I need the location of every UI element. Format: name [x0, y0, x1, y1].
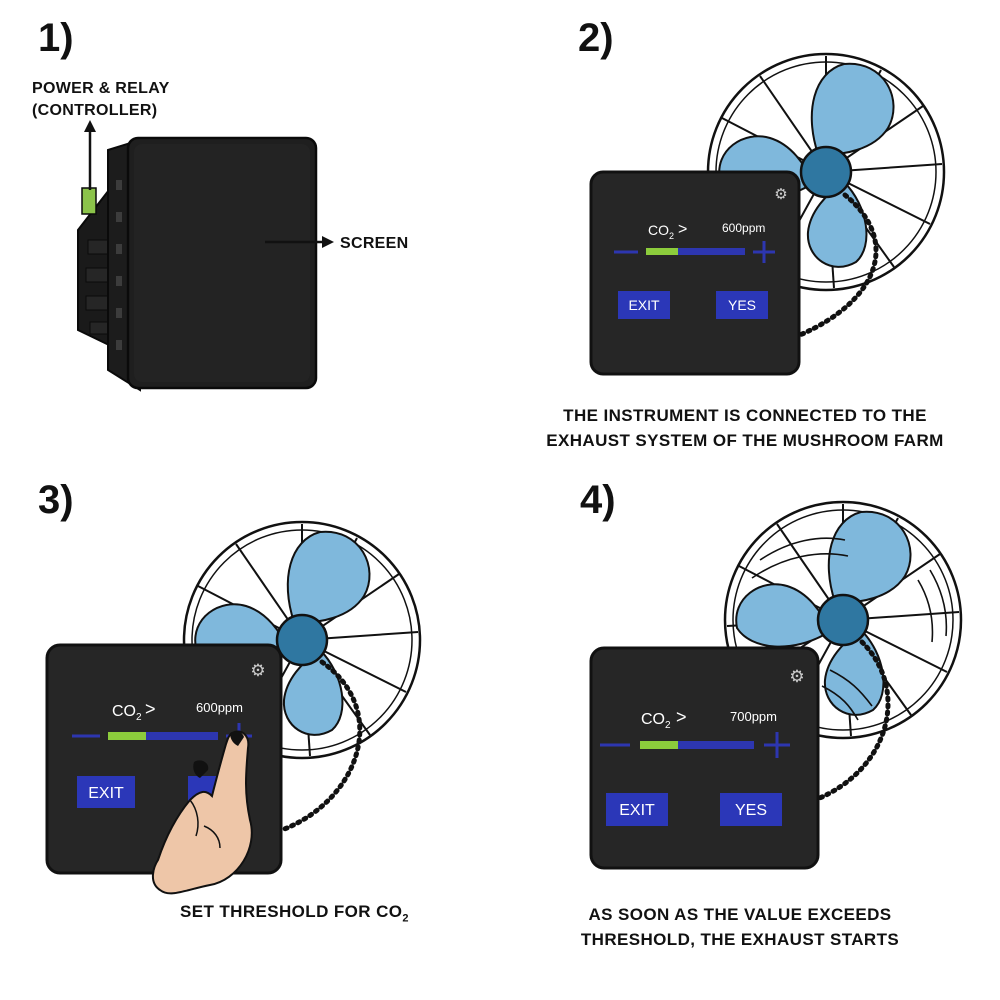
screen-label: SCREEN — [340, 235, 409, 252]
slider-fill — [646, 248, 678, 255]
hand-pointer — [152, 730, 253, 895]
screen-arrow — [265, 236, 334, 248]
step2-caption-line2: EXHAUST SYSTEM OF THE MUSHROOM FARM — [546, 430, 944, 450]
step3-caption-subscript: 2 — [402, 912, 409, 925]
co2-value: 700ppm — [730, 709, 777, 724]
power-relay-label: POWER & RELAY (CONTROLLER) — [32, 78, 170, 121]
controller-panel-step4: ⚙ CO2 > 700ppm EXIT YES — [589, 646, 820, 870]
chevron-right-icon[interactable]: > — [678, 221, 687, 238]
step4-caption-line2: THRESHOLD, THE EXHAUST STARTS — [580, 929, 900, 949]
step3-caption-text: SET THRESHOLD FOR CO — [180, 902, 403, 921]
plus-icon[interactable] — [753, 241, 775, 263]
power-relay-label-line1: POWER & RELAY — [32, 80, 170, 97]
step-number-3: 3) — [38, 478, 74, 522]
step-number-2: 2) — [578, 16, 614, 60]
exit-button[interactable] — [606, 793, 668, 826]
co2-value: 600ppm — [722, 221, 765, 235]
yes-button-label: YES — [735, 802, 767, 819]
co2-value: 600ppm — [196, 700, 243, 715]
co2-label: CO2 — [641, 711, 671, 731]
plus-icon[interactable] — [764, 732, 790, 758]
slider-track[interactable] — [678, 248, 745, 255]
step-number-1: 1) — [38, 16, 74, 60]
slider-fill — [108, 732, 146, 740]
co2-label: CO2 — [648, 222, 674, 241]
slider-fill — [640, 741, 678, 749]
exit-button[interactable] — [618, 291, 670, 319]
exit-button[interactable] — [77, 776, 135, 808]
exit-button-label: EXIT — [88, 785, 124, 802]
yes-button-label: YES — [728, 297, 756, 313]
step-number-4: 4) — [580, 478, 616, 522]
yes-button[interactable] — [716, 291, 768, 319]
step4-caption: AS SOON AS THE VALUE EXCEEDS THRESHOLD, … — [540, 903, 940, 952]
controller-device — [77, 136, 318, 392]
exit-button-label: EXIT — [619, 802, 655, 819]
chevron-right-icon[interactable]: > — [676, 707, 687, 727]
step4-caption-line1: AS SOON AS THE VALUE EXCEEDS — [588, 905, 892, 924]
slider-track[interactable] — [146, 732, 218, 740]
power-relay-arrow — [84, 120, 96, 190]
exit-button-label: EXIT — [628, 297, 660, 313]
controller-panel-step2: ⚙ CO2 > 600ppm EXIT YES — [589, 170, 801, 376]
gear-icon[interactable]: ⚙ — [789, 667, 804, 686]
gear-icon[interactable]: ⚙ — [774, 186, 787, 203]
cable-step2 — [797, 192, 879, 338]
step2-caption: THE INSTRUMENT IS CONNECTED TO THE EXHAU… — [520, 404, 970, 453]
co2-label: CO2 — [112, 703, 142, 723]
cable-step4 — [812, 639, 891, 803]
cable-step3 — [279, 659, 363, 833]
gear-icon[interactable]: ⚙ — [250, 661, 265, 680]
relay-connector — [81, 187, 97, 215]
step3-caption: SET THRESHOLD FOR CO2 — [180, 900, 480, 927]
chevron-right-icon[interactable]: > — [145, 699, 156, 719]
fan-motion-lines — [751, 537, 948, 721]
power-relay-label-line2: (CONTROLLER) — [32, 101, 158, 119]
slider-track[interactable] — [678, 741, 754, 749]
step2-caption-line1: THE INSTRUMENT IS CONNECTED TO THE — [563, 406, 927, 425]
yes-button[interactable] — [720, 793, 782, 826]
